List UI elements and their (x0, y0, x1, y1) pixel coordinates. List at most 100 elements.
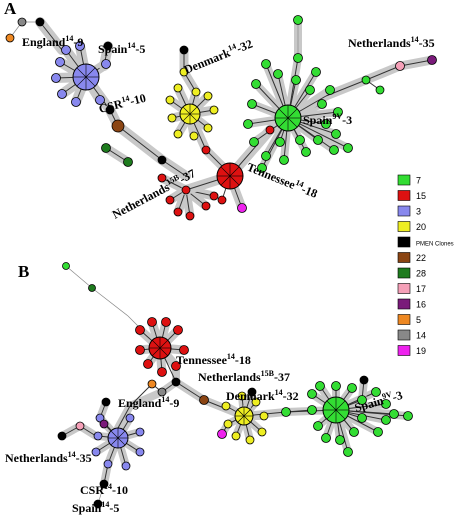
legend-item: 17 (397, 283, 426, 294)
edge (161, 159, 187, 177)
legend-swatch (397, 190, 411, 201)
st-node (179, 67, 189, 77)
legend-label: 17 (416, 284, 426, 294)
st-node-purple (427, 55, 437, 65)
st-node (221, 401, 231, 411)
st-node (307, 389, 317, 399)
st-node (381, 399, 391, 409)
hub-a-green (274, 104, 302, 132)
st-node (261, 151, 271, 161)
st-node (125, 413, 135, 423)
st-node (203, 91, 213, 101)
legend-label: 14 (416, 331, 426, 341)
st-node (295, 135, 305, 145)
st-node (135, 427, 145, 437)
legend-item: 16 (397, 298, 426, 310)
st-node (209, 191, 219, 201)
st-node (259, 411, 269, 421)
edge (39, 21, 63, 51)
pmen-b-spain3 (359, 375, 369, 385)
st-node (265, 125, 275, 135)
label-b-neth35: Netherlands14-35 (5, 450, 92, 465)
st-node (357, 413, 367, 423)
st-node-dkgreen (101, 143, 111, 153)
st-node (203, 123, 213, 133)
st-node (223, 419, 233, 429)
legend-label: 28 (416, 269, 426, 279)
panel-a-nodes (5, 15, 437, 221)
st-node (201, 145, 211, 155)
st-node-black (157, 155, 167, 165)
st-node (143, 359, 153, 369)
st-node (373, 427, 383, 437)
legend-item: 22 (397, 252, 426, 263)
st-node (71, 97, 81, 107)
legend-swatch (397, 329, 411, 341)
st-node (279, 155, 289, 165)
label-b-denmark: Denmark14-32 (226, 388, 299, 403)
st-node (261, 59, 271, 69)
legend-swatch (397, 283, 411, 294)
st-node (135, 345, 145, 355)
st-node (61, 45, 71, 55)
hub-a-yellow (179, 103, 201, 125)
st-node (135, 447, 145, 457)
st-node (307, 405, 317, 415)
legend-label: 3 (416, 207, 421, 217)
pmen-b-england (101, 397, 111, 407)
st-node (62, 262, 70, 270)
legend-item: 20 (397, 221, 426, 232)
st-node (331, 129, 341, 139)
legend-item: 19 (397, 345, 426, 356)
legend-swatch (397, 298, 411, 310)
label-b-tennessee: Tennessee14-18 (176, 352, 251, 367)
st-node (135, 325, 145, 335)
st-node-magenta (237, 203, 247, 213)
st-node (95, 95, 105, 105)
st-node (173, 325, 183, 335)
st-node (249, 137, 259, 147)
pmen-b-neth37 (171, 377, 181, 387)
st-node (173, 207, 183, 217)
st-node (157, 173, 167, 183)
legend-swatch (397, 252, 411, 263)
legend-item: 15 (397, 190, 426, 201)
st-node-magenta (217, 429, 227, 439)
hub-b-yellow (234, 406, 254, 426)
st-node (321, 433, 331, 443)
edge (365, 65, 401, 81)
st-node (293, 53, 303, 63)
st-node (55, 57, 65, 67)
pmen-a-england (35, 17, 45, 27)
st-node (357, 395, 367, 405)
st-node (185, 211, 195, 221)
label-a-neth35: Netherlands14-35 (348, 35, 435, 50)
st-node (167, 113, 177, 123)
legend-swatch (397, 205, 411, 217)
legend-item: PMEN Clones (397, 236, 454, 248)
st-node (247, 99, 257, 109)
st-node (375, 85, 385, 95)
st-node-grey (17, 17, 27, 27)
legend-label: 5 (416, 315, 421, 325)
st-node (275, 137, 285, 147)
legend-swatch (397, 345, 411, 356)
st-node (217, 195, 227, 205)
st-node-grey (157, 387, 167, 397)
st-node (347, 383, 357, 393)
edge (399, 59, 433, 67)
hub-b-green (322, 396, 350, 424)
label-b-spain5: Spain14-5 (72, 500, 119, 515)
hub-a-red (216, 162, 244, 190)
st-node (315, 381, 325, 391)
edge (91, 287, 129, 317)
edge (65, 265, 93, 289)
label-a-england: England14-9 (22, 34, 83, 49)
st-node-brown (111, 119, 125, 133)
st-node (331, 381, 341, 391)
legend-swatch (397, 221, 411, 232)
st-node (91, 447, 101, 457)
hub-b-red (148, 336, 172, 360)
